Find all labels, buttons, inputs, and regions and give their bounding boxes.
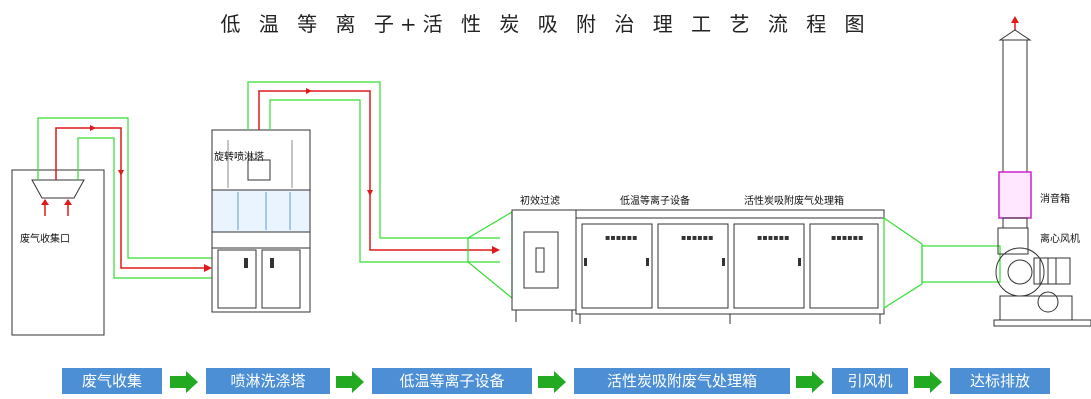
step-arrow-icon [914, 371, 942, 393]
process-step: 废气收集 [62, 368, 162, 394]
label-fan: 离心风机 [1040, 234, 1080, 245]
label-spray-tower: 旋转喷淋塔 [214, 152, 264, 163]
outlet-duct [883, 216, 1001, 310]
label-primary-filter: 初效过滤 [520, 196, 560, 207]
svg-text:▪▪▪▪▪▪: ▪▪▪▪▪▪ [757, 233, 790, 242]
step-arrows [170, 371, 942, 393]
svg-text:▪▪▪▪▪▪: ▪▪▪▪▪▪ [831, 233, 864, 242]
step-arrow-icon [538, 371, 566, 393]
process-step: 喷淋洗涤塔 [206, 368, 330, 394]
duct-collection-to-tower [37, 117, 212, 279]
label-carbon-box: 活性炭吸附废气处理箱 [744, 196, 844, 207]
inlet-cone [467, 210, 513, 300]
process-step: 达标排放 [950, 368, 1050, 394]
step-arrow-icon [336, 371, 364, 393]
label-collection-port: 废气收集口 [20, 234, 70, 245]
spray-tower [211, 129, 311, 313]
svg-text:▪▪▪▪▪▪: ▪▪▪▪▪▪ [681, 233, 714, 242]
process-step: 引风机 [832, 368, 908, 394]
exhaust-stack [998, 16, 1032, 229]
process-step: 低温等离子设备 [372, 368, 532, 394]
silencer-box [998, 171, 1032, 219]
label-plasma-unit: 低温等离子设备 [620, 196, 690, 207]
diagram-title: 低 温 等 离 子+活 性 炭 吸 附 治 理 工 艺 流 程 图 [220, 12, 871, 36]
plasma-carbon-housing: ▪▪▪▪▪▪ ▪▪▪▪▪▪ ▪▪▪▪▪▪ ▪▪▪▪▪▪ [575, 209, 885, 324]
primary-filter [511, 209, 577, 322]
duct-tower-to-filter [247, 81, 500, 263]
svg-text:▪▪▪▪▪▪: ▪▪▪▪▪▪ [605, 233, 638, 242]
step-arrow-icon [170, 371, 198, 393]
centrifugal-fan [993, 227, 1091, 327]
process-step: 活性炭吸附废气处理箱 [574, 368, 790, 394]
step-arrow-icon [796, 371, 824, 393]
collection-port-unit [11, 169, 105, 336]
label-silencer: 消音箱 [1040, 194, 1070, 205]
